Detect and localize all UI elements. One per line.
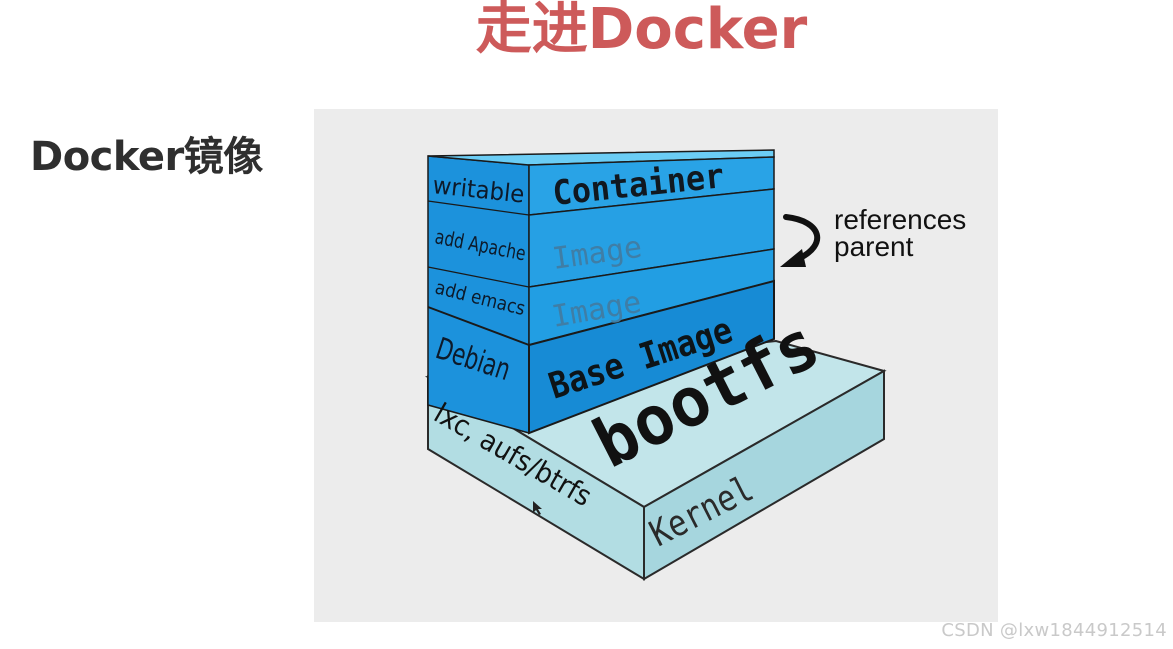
annotation-line-2: parent	[834, 231, 914, 262]
side-divider-2	[427, 266, 530, 288]
section-heading: Docker镜像	[30, 134, 263, 180]
kernel-front-face	[643, 369, 885, 581]
slide-title: 走进Docker	[475, 0, 808, 62]
docker-image-diagram: writable add Apache add emacs Debian Con…	[314, 109, 998, 622]
cursor-icon	[533, 501, 542, 515]
watermark: CSDN @lxw1844912514	[941, 620, 1167, 641]
side-divider-3	[427, 306, 530, 346]
references-arrowhead-icon	[780, 249, 806, 267]
side-divider-1	[427, 200, 530, 216]
annotation-line-1: references	[834, 204, 966, 235]
references-arrow	[783, 214, 821, 262]
base-image-layer-front	[528, 279, 775, 435]
